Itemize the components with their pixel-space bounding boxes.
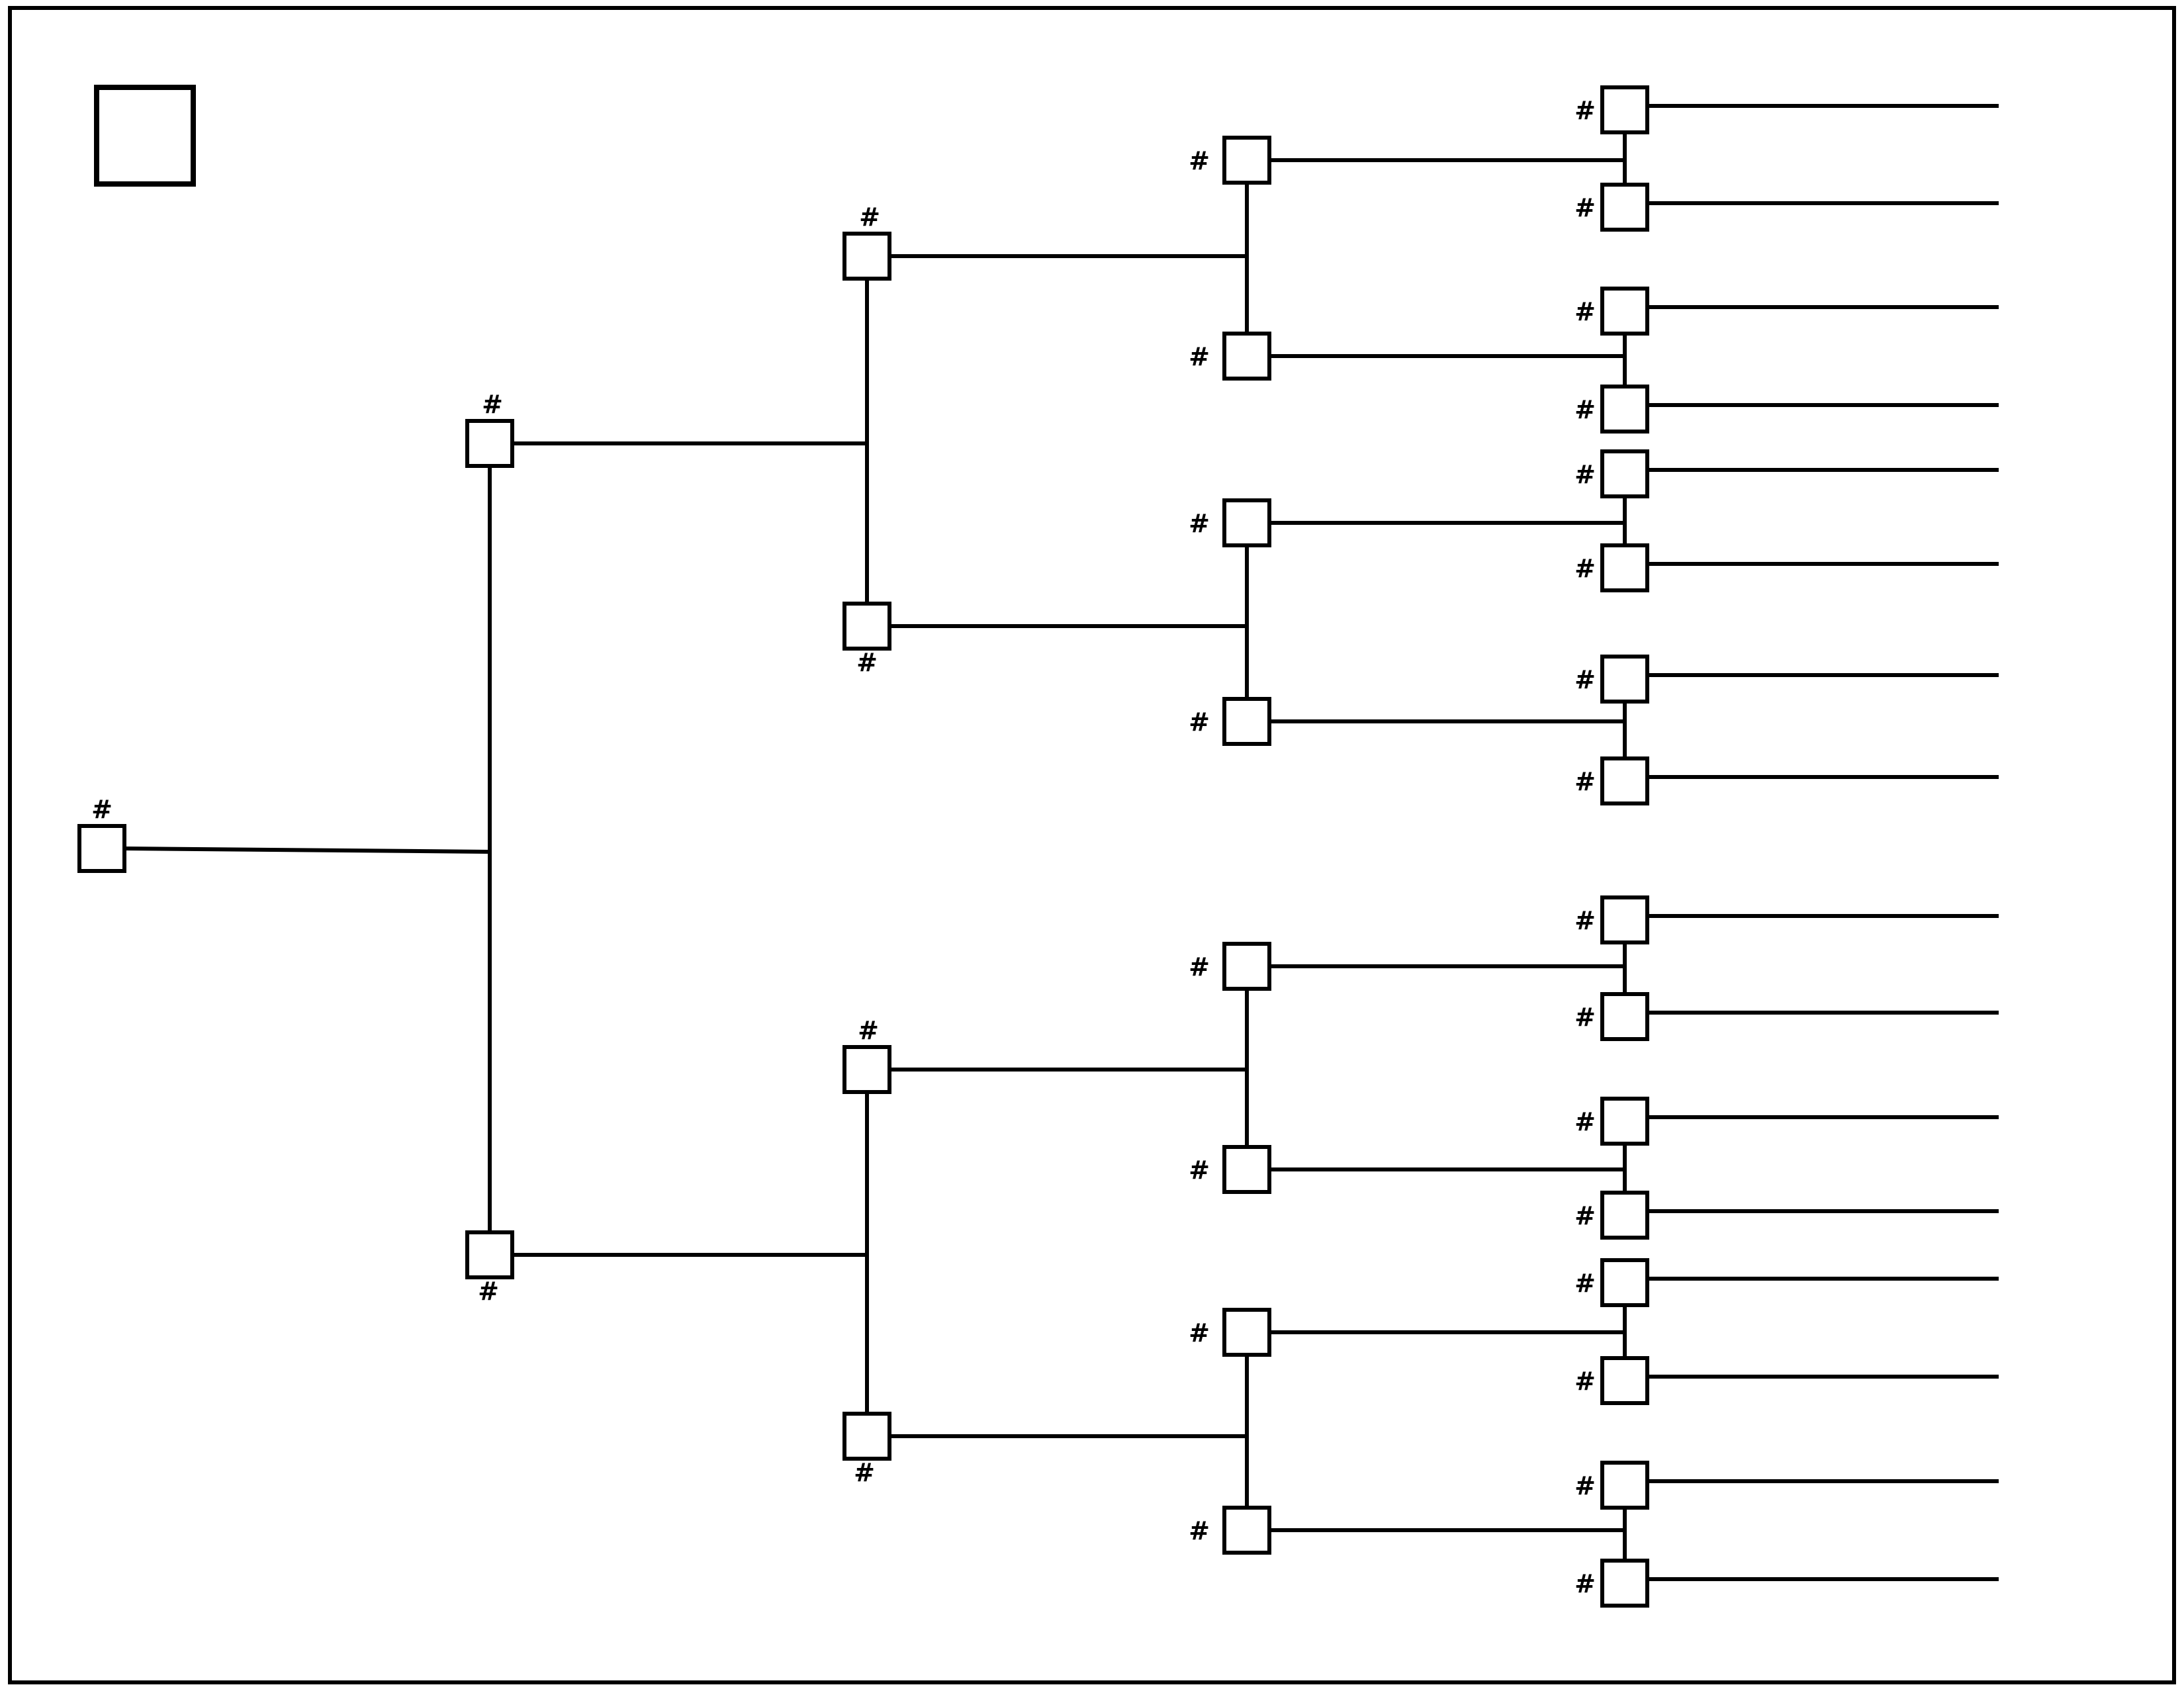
number-marker-gen5-11: # [1574,1107,1596,1136]
person-box-gen5-12[interactable] [1600,1191,1649,1240]
person-box-gen3-4[interactable] [842,1412,891,1461]
page-border [8,6,2176,1684]
number-marker-gen3-2: # [856,648,878,677]
number-marker-gen5-1: # [1574,96,1596,125]
number-marker-gen4-8: # [1189,1516,1210,1545]
number-marker-gen1-1: # [91,795,113,824]
number-marker-gen5-7: # [1574,665,1596,694]
connector-gen1 [124,846,490,854]
number-marker-gen3-4: # [854,1458,875,1487]
person-box-gen2-2[interactable] [465,1230,514,1279]
number-marker-gen5-5: # [1574,460,1596,489]
number-marker-gen3-3: # [858,1016,879,1045]
number-marker-gen5-12: # [1574,1201,1596,1230]
person-box-gen5-4[interactable] [1600,385,1649,434]
person-box-gen1-1[interactable] [77,824,126,873]
person-box-gen5-10[interactable] [1600,992,1649,1041]
person-box-gen5-13[interactable] [1600,1258,1649,1307]
number-marker-gen5-4: # [1574,395,1596,424]
number-marker-gen5-9: # [1574,906,1596,935]
person-box-gen2-1[interactable] [465,419,514,468]
person-box-gen3-3[interactable] [842,1045,891,1094]
person-box-gen4-5[interactable] [1222,942,1271,991]
person-box-gen3-2[interactable] [842,602,891,651]
person-box-gen5-15[interactable] [1600,1461,1649,1510]
person-box-gen4-6[interactable] [1222,1145,1271,1194]
person-box-gen5-6[interactable] [1600,543,1649,592]
number-marker-gen5-6: # [1574,554,1596,583]
number-marker-gen5-13: # [1574,1269,1596,1298]
legend-box [94,85,196,187]
number-marker-gen5-10: # [1574,1003,1596,1032]
number-marker-gen2-1: # [482,390,503,419]
person-box-gen5-1[interactable] [1600,85,1649,134]
number-marker-gen5-2: # [1574,193,1596,222]
person-box-gen5-5[interactable] [1600,449,1649,498]
person-box-gen4-8[interactable] [1222,1506,1271,1555]
person-box-gen3-1[interactable] [842,232,891,281]
person-box-gen4-2[interactable] [1222,332,1271,381]
number-marker-gen5-3: # [1574,297,1596,326]
person-box-gen5-16[interactable] [1600,1559,1649,1608]
number-marker-gen4-6: # [1189,1156,1210,1185]
person-box-gen4-3[interactable] [1222,498,1271,547]
number-marker-gen4-5: # [1189,952,1210,982]
person-box-gen4-1[interactable] [1222,136,1271,185]
number-marker-gen5-16: # [1574,1569,1596,1598]
person-box-gen5-7[interactable] [1600,655,1649,704]
number-marker-gen5-8: # [1574,767,1596,796]
person-box-gen5-14[interactable] [1600,1356,1649,1405]
person-box-gen5-3[interactable] [1600,287,1649,336]
number-marker-gen5-15: # [1574,1471,1596,1500]
person-box-gen5-2[interactable] [1600,183,1649,232]
number-marker-gen4-1: # [1189,146,1210,175]
number-marker-gen5-14: # [1574,1367,1596,1396]
person-box-gen4-4[interactable] [1222,697,1271,746]
number-marker-gen4-7: # [1189,1318,1210,1348]
number-marker-gen4-3: # [1189,509,1210,538]
person-box-gen5-9[interactable] [1600,895,1649,944]
number-marker-gen4-2: # [1189,342,1210,371]
person-box-gen5-8[interactable] [1600,756,1649,805]
person-box-gen4-7[interactable] [1222,1308,1271,1357]
number-marker-gen2-2: # [478,1277,499,1306]
number-marker-gen4-4: # [1189,708,1210,737]
person-box-gen5-11[interactable] [1600,1097,1649,1146]
number-marker-gen3-1: # [859,203,880,232]
